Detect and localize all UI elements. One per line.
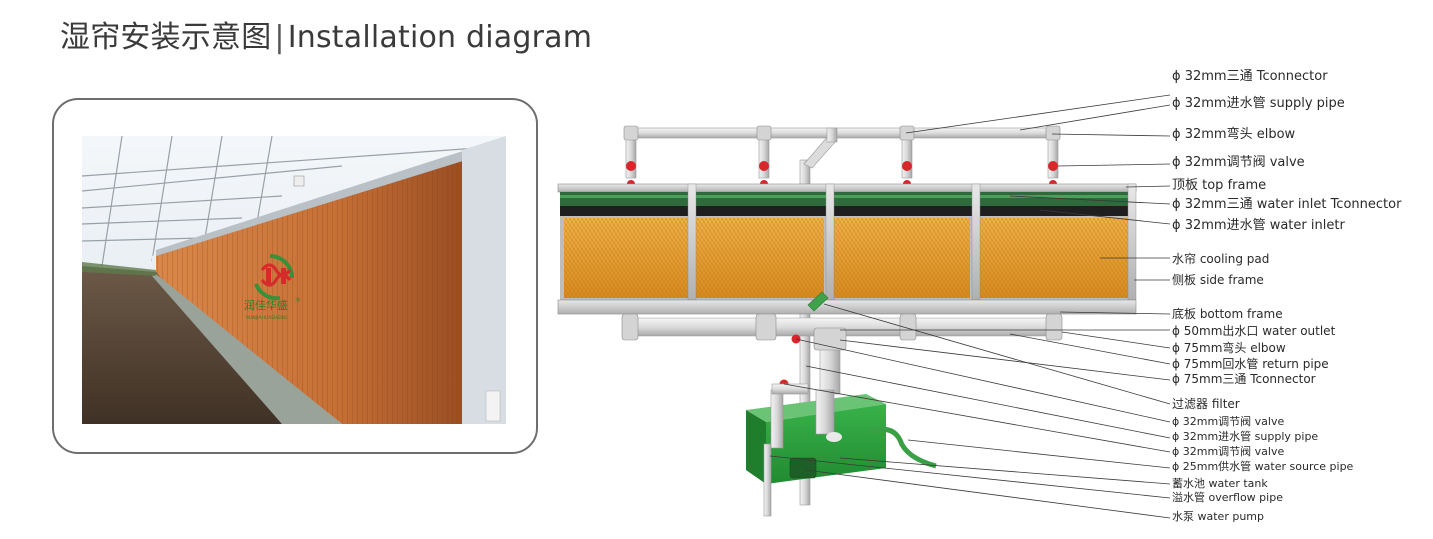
soil-floor	[82, 266, 282, 424]
greenhouse-photo: 润佳华盛 ® RUNJIAHUASHENG	[82, 136, 506, 424]
valve-icon	[779, 334, 801, 389]
leader-lines	[769, 94, 1171, 519]
callout-water-outlet: ϕ 50mm出水口 water outlet	[1172, 324, 1336, 338]
page-title: 湿帘安装示意图|Installation diagram	[60, 12, 592, 56]
water-tank-icon	[746, 383, 937, 517]
callout-valve-32-tank: ϕ 32mm调节阀 valve	[1172, 445, 1285, 458]
callout-water-inlet: ϕ 32mm进水管 water inletr	[1172, 218, 1345, 233]
callout-valve-32: ϕ 32mm调节阀 valve	[1172, 155, 1305, 170]
callout-supply-pipe-32-lower: ϕ 32mm进水管 supply pipe	[1172, 430, 1319, 443]
callout-filter: 过滤器 filter	[1172, 397, 1240, 411]
registered-mark: ®	[295, 297, 301, 304]
callout-tconnector-75: ϕ 75mm三通 Tconnector	[1172, 372, 1316, 386]
callout-tconnector-32: ϕ 32mm三通 Tconnector	[1172, 69, 1328, 84]
callout-valve-32-lower: ϕ 32mm调节阀 valve	[1172, 415, 1285, 428]
callout-water-source-pipe: ϕ 25mm供水管 water source pipe	[1172, 460, 1354, 473]
callout-overflow-pipe: 溢水管 overflow pipe	[1172, 491, 1283, 504]
callout-top-frame: 顶板 top frame	[1172, 178, 1267, 193]
callout-cooling-pad: 水帘 cooling pad	[1172, 252, 1270, 266]
callout-elbow-75: ϕ 75mm弯头 elbow	[1172, 341, 1286, 355]
callout-elbow-32: ϕ 32mm弯头 elbow	[1172, 127, 1296, 142]
cooling-pad-assembly	[557, 183, 1137, 315]
top-supply-pipe	[623, 125, 1061, 179]
company-logo-text: 润佳华盛	[244, 298, 288, 312]
title-english: Installation diagram	[287, 20, 593, 55]
company-logo-icon	[254, 254, 294, 301]
callout-water-inlet-tconnector: ϕ 32mm三通 water inlet Tconnector	[1172, 197, 1402, 212]
callout-side-frame: 侧板 side frame	[1172, 273, 1264, 287]
installation-diagram	[557, 94, 1171, 519]
company-logo-subtext: RUNJIAHUASHENG	[246, 315, 288, 321]
callout-bottom-frame: 底板 bottom frame	[1172, 307, 1283, 321]
title-chinese: 湿帘安装示意图	[60, 20, 272, 55]
roof-structure	[82, 136, 506, 267]
callout-return-pipe: ϕ 75mm回水管 return pipe	[1172, 357, 1329, 371]
title-divider: |	[274, 20, 285, 55]
callout-water-tank: 蓄水池 water tank	[1172, 477, 1268, 490]
callout-water-pump: 水泵 water pump	[1172, 510, 1264, 523]
return-pipe	[621, 313, 1063, 395]
filter-icon	[807, 291, 829, 312]
callout-supply-pipe-32: ϕ 32mm进水管 supply pipe	[1172, 96, 1345, 111]
